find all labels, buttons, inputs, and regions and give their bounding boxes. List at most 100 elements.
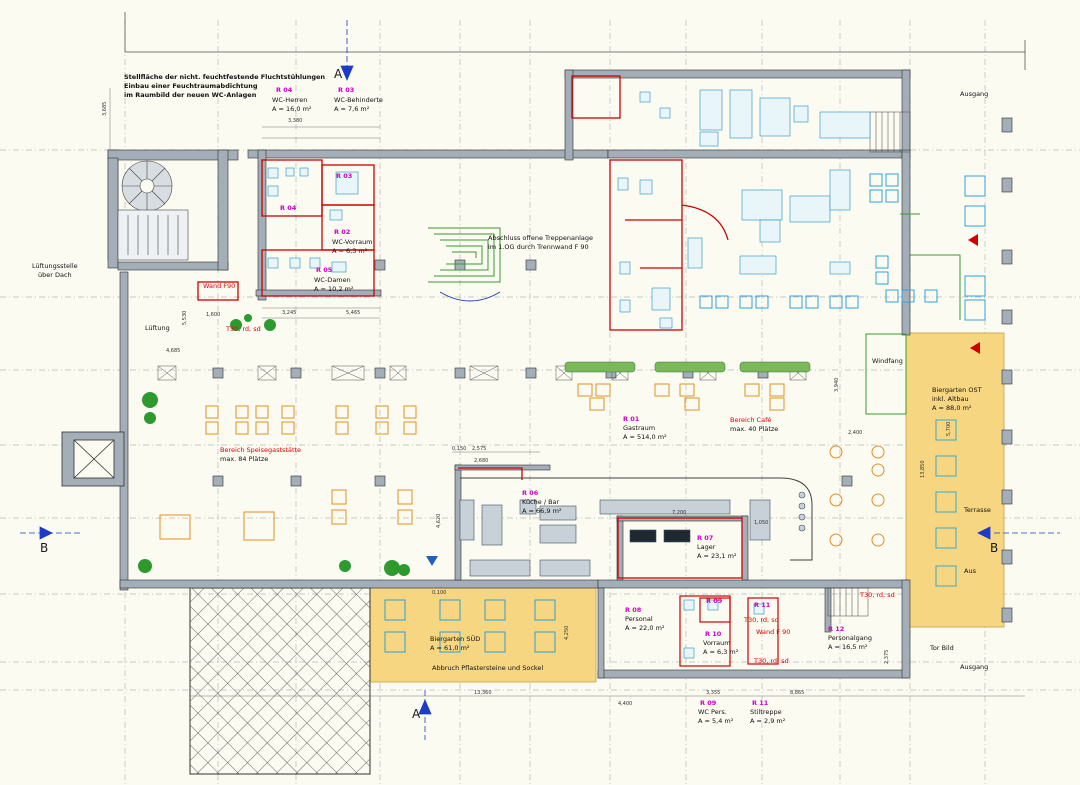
room-r08-area: A = 22,0 m² <box>625 624 665 632</box>
dim-2680: 2,680 <box>474 458 488 464</box>
paved-courtyard <box>189 587 371 775</box>
kitchen-equipment <box>459 477 813 577</box>
t30-d: T30, rd, sd <box>753 657 789 665</box>
garden-sued-note: Abbruch Pflastersteine und Sockel <box>432 664 543 672</box>
wc-fixtures <box>267 167 359 273</box>
room-r05-code: R 05 <box>316 266 333 274</box>
room-r02-area: A = 6,3 m² <box>332 247 368 255</box>
room-r11b-area: A = 2,9 m² <box>750 717 786 725</box>
dining-furniture <box>159 383 885 547</box>
room-r05-name: WC-Damen <box>314 276 351 284</box>
room-r09b-code: R 09 <box>700 699 717 707</box>
note-line-1: Stellfläche der nicht. feuchtfestende Fl… <box>124 73 325 81</box>
dim-4250: 4,250 <box>564 626 570 640</box>
room-r08-code: R 08 <box>625 606 642 614</box>
room-r09b-name: WC Pers. <box>698 708 727 716</box>
dim-0150: 0,150 <box>452 446 466 452</box>
dimension-texts: 3,685 5,530 4,685 1,600 3,245 5,465 2,57… <box>102 102 952 707</box>
dim-3685: 3,685 <box>102 102 108 116</box>
windfang <box>865 213 961 415</box>
stair-note-1: Abschluss offene Treppenanlage <box>488 234 593 242</box>
room-r04b-code: R 04 <box>280 204 297 212</box>
room-r10-area: A = 6,3 m² <box>703 648 739 656</box>
section-b-right: B <box>990 541 998 555</box>
windfang-label: Windfang <box>872 357 903 365</box>
area-cafe-sub: max. 40 Plätze <box>730 425 778 433</box>
room-r10-name: Vorraum <box>703 639 731 647</box>
biergarten-sued-area <box>369 587 597 683</box>
room-r06-name: Küche / Bar <box>522 498 560 506</box>
room-r09-code: R 09 <box>706 597 723 605</box>
service-rooms <box>571 75 729 331</box>
dim-5700: 5,700 <box>946 422 952 436</box>
room-r10-code: R 10 <box>705 630 722 638</box>
dim-13850: 13,850 <box>920 461 926 479</box>
room-r03-area: A = 7,6 m² <box>334 105 370 113</box>
dim-4685: 4,685 <box>166 348 180 354</box>
plants <box>138 314 410 576</box>
dim-0100: 0,100 <box>432 590 446 596</box>
dimension-lines <box>109 88 1025 697</box>
note-line-2: Einbau einer Feuchtraumabdichtung <box>124 82 258 90</box>
room-r11-code: R 11 <box>754 601 771 609</box>
section-a-top: A <box>334 67 343 81</box>
room-r04-area: A = 16,0 m² <box>272 105 312 113</box>
dim-8865: 8,865 <box>790 690 804 696</box>
room-r12-name: Personalgang <box>828 634 872 642</box>
room-r07-code: R 07 <box>697 534 713 542</box>
staff-fixtures <box>683 599 765 659</box>
room-r07-area: A = 23,1 m² <box>697 552 737 560</box>
wand-f90-b: Wand F 90 <box>756 628 790 636</box>
wc-block <box>197 159 375 301</box>
room-r06-area: A = 66,9 m² <box>522 507 562 515</box>
lueftung-label: Lüftung <box>145 324 170 332</box>
terrace-east-tables <box>935 419 957 587</box>
dim-7200: 7,200 <box>672 510 686 516</box>
spiral-stair <box>121 160 173 212</box>
garden-sued-area: A = 61,0 m² <box>430 644 470 652</box>
staircase-right <box>869 111 911 153</box>
room-r02-code: R 02 <box>334 228 350 236</box>
walls <box>107 69 911 679</box>
elevator-shaft <box>61 431 125 487</box>
ausgang-a: Ausgang <box>960 90 988 98</box>
dim-3355: 3,355 <box>706 690 720 696</box>
room-r03-code: R 03 <box>338 86 354 94</box>
bar-counter <box>458 467 743 579</box>
area-speise-title: Bereich Speisegaststätte <box>220 446 301 454</box>
room-r12-area: A = 16,5 m² <box>828 643 868 651</box>
section-letters: A A B B <box>40 67 998 721</box>
columns <box>212 117 1013 623</box>
dim-1050: 1,050 <box>754 520 768 526</box>
staircase-left <box>117 209 189 261</box>
terrace-south-tables <box>384 599 556 653</box>
section-a-bottom: A <box>412 707 421 721</box>
dim-4400: 4,400 <box>618 701 632 707</box>
dim-2400: 2,400 <box>848 430 862 436</box>
room-r03b-code: R 03 <box>336 172 352 180</box>
planters <box>564 361 811 373</box>
t30-c: T30, rd, sd <box>743 616 779 624</box>
tor-bild-label: Tor Bild <box>929 644 954 652</box>
dim-5530: 5,530 <box>182 311 188 325</box>
area-speise-sub: max. 84 Plätze <box>220 455 268 463</box>
wand-f90-a: Wand F90 <box>203 282 235 290</box>
dim-13360: 13,360 <box>474 690 492 696</box>
room-r07-name: Lager <box>697 543 716 551</box>
room-r08-name: Personal <box>625 615 653 623</box>
lueftungsstelle: Lüftungsstelle <box>32 262 78 270</box>
room-r05-area: A = 10,2 m² <box>314 285 354 293</box>
staff-rooms <box>679 595 779 667</box>
aus-label: Aus <box>964 567 977 575</box>
ne-furniture <box>699 173 986 321</box>
room-labels: R 04 WC-Herren A = 16,0 m² R 03 WC-Behin… <box>272 86 872 725</box>
dim-1600: 1,600 <box>206 312 220 318</box>
room-r01-area: A = 514,0 m² <box>623 433 667 441</box>
dim-5465: 5,465 <box>346 310 360 316</box>
t30-a: T30, rd, sd <box>225 325 261 333</box>
room-r12-code: R 12 <box>828 625 844 633</box>
t30-b: T30, rd, sd <box>859 591 895 599</box>
dim-2575: 2,575 <box>472 446 486 452</box>
ausgang-b: Ausgang <box>960 663 988 671</box>
